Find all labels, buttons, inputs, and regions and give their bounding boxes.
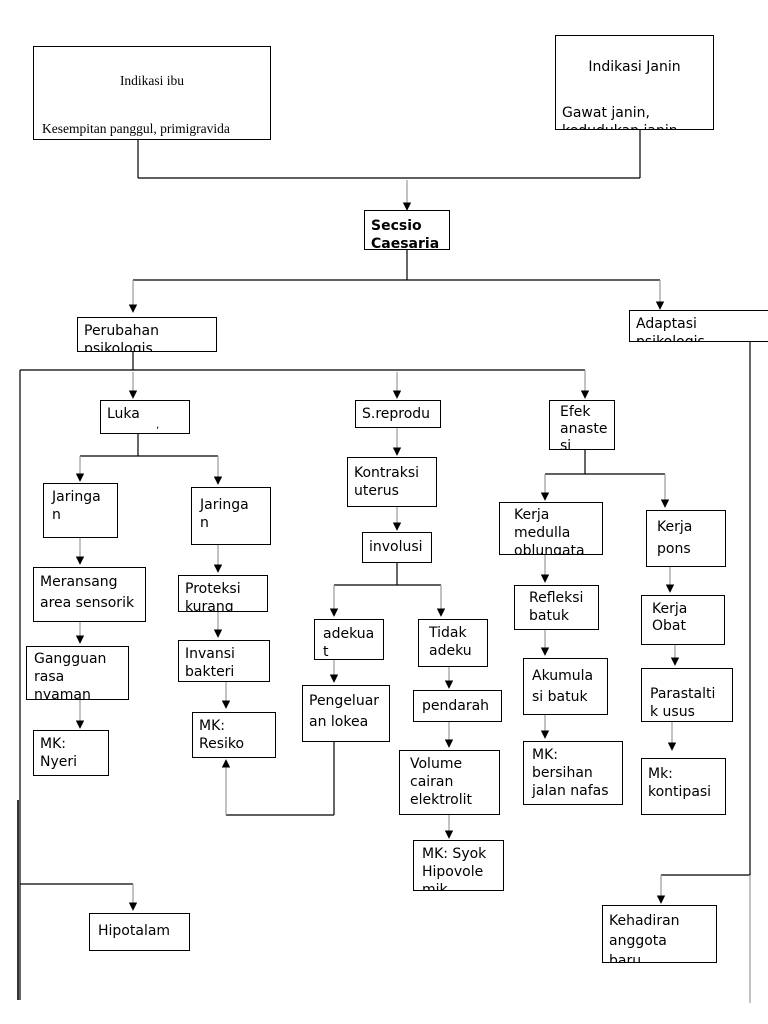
perubahan-psikologis-box: Perubahan psikologis	[77, 317, 217, 352]
mk-syok-box: MK: Syok Hipovole mik	[413, 840, 504, 891]
akumulasi-batuk-box: Akumula si batuk	[523, 658, 608, 715]
kerja-pons-box: Kerja pons	[646, 510, 726, 567]
indikasi-janin-body: Gawat janin, kedudukan janin.	[562, 105, 682, 129]
mk-nyeri-box: MK: Nyeri	[33, 730, 109, 776]
adekuat-box: adekua t	[314, 619, 384, 660]
efek-anastesi-box: Efek anaste si	[549, 400, 615, 450]
indikasi-janin-title: Indikasi Janin	[588, 59, 681, 75]
hipotalam-box: Hipotalam	[89, 913, 190, 951]
adaptasi-psikologis-box: Adaptasi psikologis	[629, 310, 768, 342]
secsio-caesaria-box: Secsio Caesaria	[364, 210, 450, 250]
luka-mark: ,	[156, 420, 160, 431]
tidak-adekuat-box: Tidak adeku	[418, 619, 488, 667]
pengeluaran-lokea-box: Pengeluar an lokea	[302, 685, 390, 742]
mk-kontipasi-box: Mk: kontipasi	[641, 758, 726, 815]
invansi-box: Invansi bakteri	[178, 640, 270, 682]
indikasi-janin-box: Indikasi Janin Gawat janin, kedudukan ja…	[555, 35, 714, 130]
kerja-medulla-box: Kerja medulla oblungata	[499, 502, 603, 555]
indikasi-ibu-body: Kesempitan panggul, primigravida pre ekl…	[42, 121, 230, 136]
s-reprodu-box: S.reprodu	[355, 400, 441, 428]
meransang-box: Meransang area sensorik	[33, 567, 146, 622]
proteksi-box: Proteksi kurang	[178, 575, 268, 612]
kerja-obat-box: Kerja Obat	[641, 595, 725, 645]
mk-resiko-box: MK: Resiko	[192, 712, 276, 758]
gangguan-box: Gangguan rasa nyaman	[26, 646, 129, 700]
refleksi-batuk-box: Refleksi batuk	[514, 585, 599, 630]
kontraksi-box: Kontraksi uterus	[347, 457, 437, 507]
kehadiran-box: Kehadiran anggota baru	[602, 905, 717, 963]
pendarah-box: pendarah	[413, 690, 502, 722]
parastaltik-usus-box: Parastalti k usus	[641, 668, 733, 722]
indikasi-ibu-title: Indikasi ibu	[119, 73, 185, 88]
luka-box: Luka	[100, 400, 190, 434]
indikasi-ibu-box: Indikasi ibu Kesempitan panggul, primigr…	[33, 46, 271, 140]
involusi-box: involusi	[362, 532, 432, 563]
jaringan-box-2: Jaringa n	[191, 487, 271, 545]
mk-bersihan-box: MK: bersihan jalan nafas	[523, 741, 623, 805]
jaringan-box-1: Jaringa n	[43, 483, 118, 538]
volume-cairan-box: Volume cairan elektrolit	[399, 750, 500, 815]
